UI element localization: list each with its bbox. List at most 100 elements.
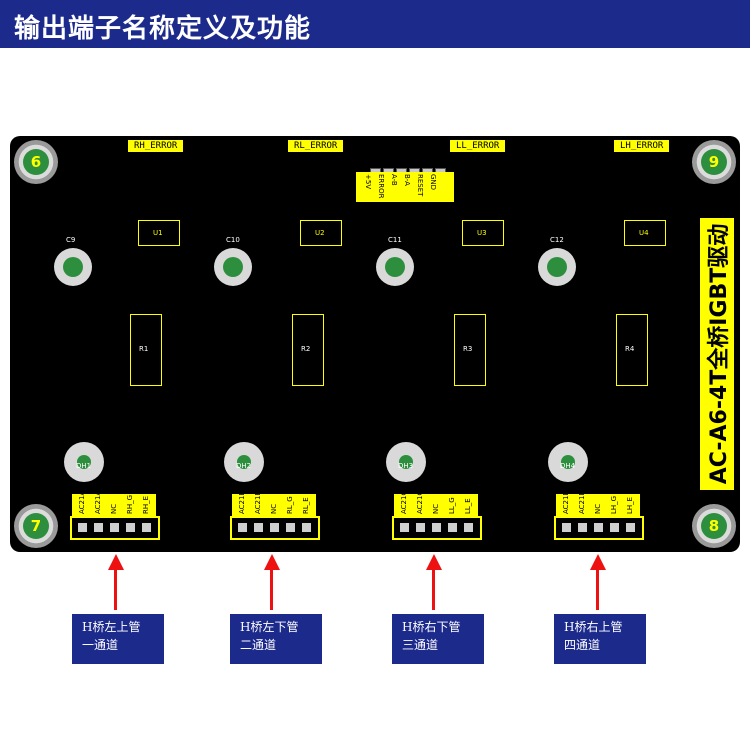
bridge-rectifier: [64, 442, 104, 482]
terminal-pin: [432, 523, 441, 532]
terminal-pin: [126, 523, 135, 532]
resistor-label: R2: [301, 345, 311, 353]
electrolytic-cap: [538, 248, 576, 286]
output-terminal: [554, 516, 644, 540]
driver-ic: U4: [624, 220, 666, 246]
bridge-rectifier: [386, 442, 426, 482]
terminal-label: RL_E: [302, 497, 310, 514]
terminal-label-strip: AC21B AC21B NC RL_G RL_E: [232, 490, 316, 516]
io-label: +5V: [364, 174, 372, 190]
corner-number: 7: [23, 513, 49, 539]
terminal-label: RL_G: [286, 496, 294, 514]
terminal-pin: [110, 523, 119, 532]
callout-channel-1: H桥左上管 一通道: [72, 614, 164, 664]
terminal-label: AC21D: [562, 490, 570, 514]
callout-line: H桥左上管: [82, 620, 141, 634]
callout-line: H桥右下管: [402, 620, 461, 634]
terminal-label: AC21B: [238, 490, 246, 514]
cap-core: [63, 257, 83, 277]
io-label: B-A: [403, 174, 411, 186]
arrow-stem: [114, 570, 117, 610]
terminal-label-strip: AC21C AC21C NC LL_G LL_E: [394, 490, 478, 516]
terminal-label: RH_G: [126, 494, 134, 514]
error-label: RL_ERROR: [288, 140, 344, 152]
page-title: 输出端子名称定义及功能: [14, 14, 312, 44]
cap-label: C11: [388, 236, 402, 244]
terminal-label: AC21C: [416, 490, 424, 514]
arrow-up-icon: [590, 554, 606, 570]
terminal-pin: [578, 523, 587, 532]
cap-label: C12: [550, 236, 564, 244]
output-terminal: [70, 516, 160, 540]
mount-hole: 8: [692, 504, 736, 548]
mount-hole: 6: [14, 140, 58, 184]
arrow-stem: [432, 570, 435, 610]
terminal-label: NC: [110, 503, 118, 514]
arrow-stem: [596, 570, 599, 610]
corner-number: 8: [701, 513, 727, 539]
board-side-title: AC-A6-4T全桥IGBT驱动: [700, 218, 734, 490]
terminal-label: AC21A: [78, 490, 86, 514]
arrow-up-icon: [426, 554, 442, 570]
electrolytic-cap: [376, 248, 414, 286]
arrow-stem: [270, 570, 273, 610]
pcb-board: 6 9 7 8 AC-A6-4T全桥IGBT驱动 RH_ERROR RL_ERR…: [10, 136, 740, 552]
terminal-label: LL_G: [448, 497, 456, 514]
terminal-label: LH_G: [610, 495, 618, 514]
terminal-pin: [562, 523, 571, 532]
bridge-core: [237, 455, 251, 469]
terminal-pin: [464, 523, 473, 532]
error-label: LH_ERROR: [614, 140, 670, 152]
mount-hole: 7: [14, 504, 58, 548]
terminal-label: RH_E: [142, 495, 150, 514]
ic-label: U3: [477, 229, 487, 237]
resistor-label: R1: [139, 345, 149, 353]
io-label: ERROR: [377, 174, 385, 199]
terminal-pin: [302, 523, 311, 532]
terminal-label: AC21C: [400, 490, 408, 514]
terminal-pin: [254, 523, 263, 532]
bridge-rectifier: [548, 442, 588, 482]
terminal-pin: [78, 523, 87, 532]
electrolytic-cap: [214, 248, 252, 286]
callout-line: 一通道: [82, 638, 119, 652]
bridge-core: [399, 455, 413, 469]
terminal-label-strip: AC21D AC21D NC LH_G LH_E: [556, 490, 640, 516]
corner-number: 6: [23, 149, 49, 175]
cap-core: [547, 257, 567, 277]
bridge-label: DH1: [76, 462, 92, 470]
cap-core: [385, 257, 405, 277]
bridge-label: DH4: [560, 462, 576, 470]
callout-line: 四通道: [564, 638, 601, 652]
terminal-label: NC: [270, 503, 278, 514]
terminal-pin: [142, 523, 151, 532]
terminal-pin: [94, 523, 103, 532]
mount-hole: 9: [692, 140, 736, 184]
callout-line: 三通道: [402, 638, 439, 652]
bridge-label: DH2: [236, 462, 252, 470]
terminal-pin: [626, 523, 635, 532]
terminal-label: LL_E: [464, 498, 472, 514]
terminal-label-strip: AC21A AC21A NC RH_G RH_E: [72, 490, 156, 516]
error-label: RH_ERROR: [128, 140, 184, 152]
terminal-label: NC: [432, 503, 440, 514]
ic-label: U1: [153, 229, 163, 237]
driver-ic: U2: [300, 220, 342, 246]
arrow-up-icon: [264, 554, 280, 570]
terminal-pin: [610, 523, 619, 532]
driver-ic: U3: [462, 220, 504, 246]
resistor-label: R4: [625, 345, 635, 353]
callout-channel-4: H桥右上管 四通道: [554, 614, 646, 664]
ic-label: U2: [315, 229, 325, 237]
callout-line: H桥右上管: [564, 620, 623, 634]
callout-channel-3: H桥右下管 三通道: [392, 614, 484, 664]
terminal-pin: [286, 523, 295, 532]
board-side-title-text: AC-A6-4T全桥IGBT驱动: [707, 223, 732, 485]
terminal-pin: [270, 523, 279, 532]
corner-number: 9: [701, 149, 727, 175]
terminal-label: LH_E: [626, 496, 634, 514]
cap-label: C9: [66, 236, 76, 244]
bridge-core: [561, 455, 575, 469]
header-bar: 输出端子名称定义及功能: [0, 0, 750, 48]
terminal-label: NC: [594, 503, 602, 514]
